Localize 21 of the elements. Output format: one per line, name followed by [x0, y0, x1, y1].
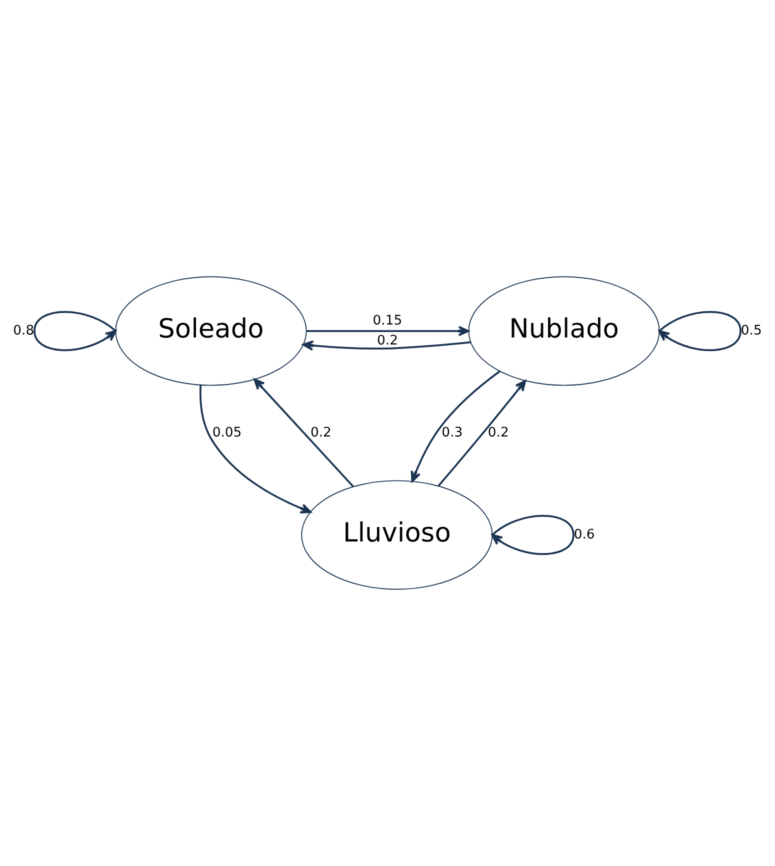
- arrow: [410, 370, 500, 482]
- edge-label: 0.2: [488, 425, 509, 440]
- edge-label: 0.05: [212, 425, 242, 440]
- arrow: [658, 311, 742, 352]
- edge-label: 0.15: [372, 314, 402, 329]
- edge-label: 0.3: [442, 425, 463, 440]
- arrow: [306, 326, 470, 336]
- node-ellipse: Nublado: [468, 276, 660, 386]
- arrow: [491, 514, 574, 555]
- node-ellipse: Lluvioso: [301, 480, 493, 590]
- arrow: [200, 385, 312, 514]
- arrow: [438, 380, 526, 487]
- edge-label: 0.2: [377, 333, 398, 348]
- edge-label: 0.2: [310, 425, 332, 440]
- arrow: [254, 378, 354, 488]
- edge-label: 0.8: [13, 324, 34, 339]
- arrow: [302, 340, 470, 351]
- node-ellipse: Soleado: [115, 276, 307, 386]
- edge-label: 0.5: [740, 324, 762, 339]
- arrow: [34, 311, 117, 352]
- edge-label: 0.6: [574, 527, 595, 542]
